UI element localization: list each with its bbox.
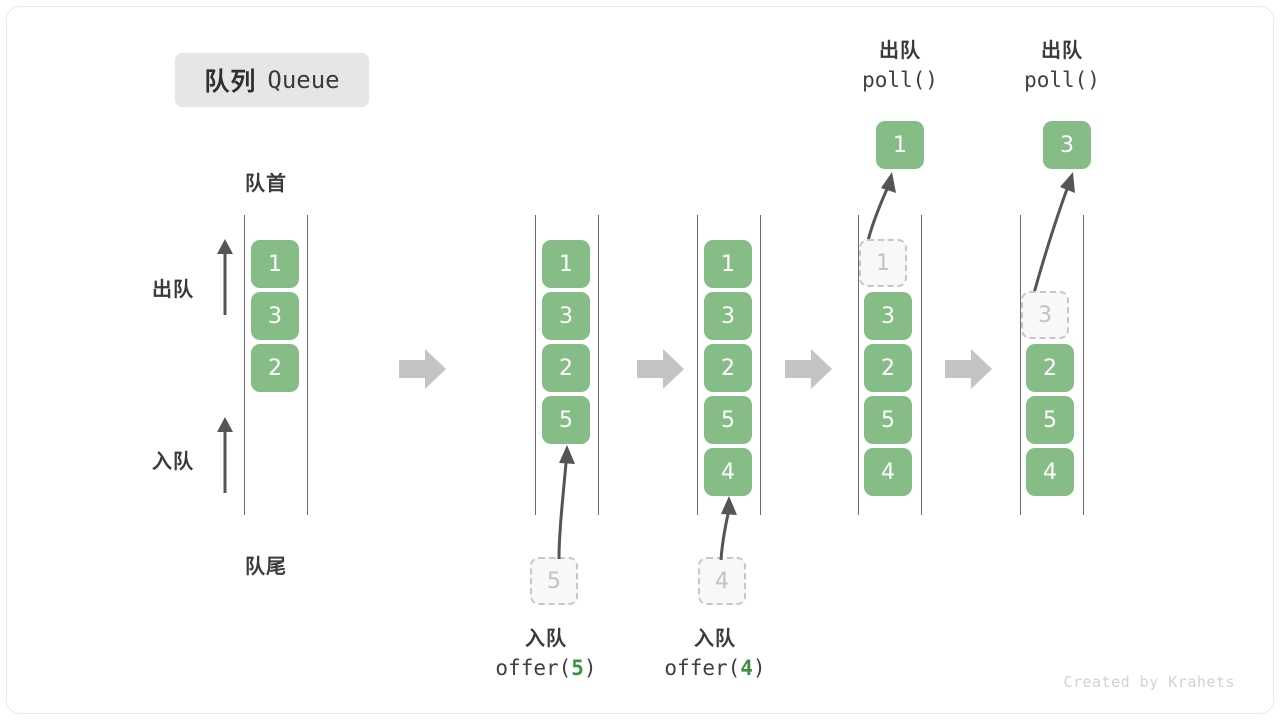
queue-rail-left — [244, 215, 245, 515]
queue-rail-left — [1020, 215, 1021, 515]
queue-cell: 2 — [864, 344, 912, 392]
operation-label-cn: 出队 — [1041, 40, 1083, 62]
operation-label-offer-4: 入队 offer(4) — [650, 625, 780, 683]
diagram-title-badge: 队列 Queue — [175, 53, 369, 107]
queue-rail-left — [858, 215, 859, 515]
front-label: 队首 — [245, 173, 287, 195]
operation-label-cn: 入队 — [694, 628, 736, 650]
title-chinese: 队列 — [204, 68, 257, 96]
queue-cell: 5 — [704, 396, 752, 444]
incoming-element-ghost: 5 — [530, 557, 578, 605]
step-arrow-icon — [637, 349, 684, 389]
queue-cell: 2 — [542, 344, 590, 392]
enqueue-motion-arrow-icon — [557, 445, 575, 560]
dequeue-direction-label: 出队 — [152, 279, 194, 301]
dequeue-motion-arrow-icon — [1031, 172, 1075, 298]
queue-rail-right — [1083, 215, 1084, 515]
queue-rail-left — [535, 215, 536, 515]
dequeued-element: 3 — [1043, 121, 1091, 169]
rear-label: 队尾 — [245, 556, 287, 578]
dequeued-element-ghost: 3 — [1021, 291, 1069, 339]
enqueue-direction-arrow-icon — [217, 417, 233, 493]
queue-cell: 4 — [1026, 448, 1074, 496]
diagram-canvas: 队列 Queue 队首 队尾 出队 入队 1 3 2 1 3 2 5 5 入队 … — [6, 6, 1274, 714]
operation-label-code: poll() — [1024, 68, 1100, 92]
enqueue-direction-label: 入队 — [152, 451, 194, 473]
operation-label-code: poll() — [862, 68, 938, 92]
incoming-element-ghost: 4 — [698, 557, 746, 605]
queue-cell: 4 — [704, 448, 752, 496]
dequeued-element: 1 — [876, 121, 924, 169]
queue-cell: 5 — [542, 396, 590, 444]
queue-cell: 3 — [704, 292, 752, 340]
queue-cell: 2 — [704, 344, 752, 392]
queue-cell: 3 — [542, 292, 590, 340]
queue-cell: 1 — [704, 240, 752, 288]
queue-rail-left — [697, 215, 698, 515]
step-arrow-icon — [945, 349, 992, 389]
queue-cell: 5 — [1026, 396, 1074, 444]
queue-cell: 2 — [251, 344, 299, 392]
queue-cell: 5 — [864, 396, 912, 444]
queue-rail-right — [598, 215, 599, 515]
operation-label-cn: 入队 — [525, 628, 567, 650]
step-arrow-icon — [785, 349, 832, 389]
title-english: Queue — [267, 66, 340, 94]
queue-rail-right — [921, 215, 922, 515]
operation-label-poll-1: 出队 poll() — [835, 37, 965, 95]
operation-label-code: offer(5) — [495, 656, 597, 680]
queue-rail-right — [760, 215, 761, 515]
attribution-footer: Created by Krahets — [1063, 673, 1235, 691]
queue-cell: 3 — [864, 292, 912, 340]
dequeued-element-ghost: 1 — [859, 239, 907, 287]
step-arrow-icon — [399, 349, 446, 389]
dequeue-direction-arrow-icon — [217, 239, 233, 315]
dequeue-motion-arrow-icon — [865, 172, 896, 246]
operation-label-offer-5: 入队 offer(5) — [481, 625, 611, 683]
queue-cell: 1 — [251, 240, 299, 288]
enqueue-motion-arrow-icon — [719, 496, 737, 561]
operation-label-cn: 出队 — [879, 40, 921, 62]
queue-cell: 1 — [542, 240, 590, 288]
operation-label-poll-3: 出队 poll() — [997, 37, 1127, 95]
queue-cell: 2 — [1026, 344, 1074, 392]
queue-cell: 3 — [251, 292, 299, 340]
queue-rail-right — [307, 215, 308, 515]
operation-label-code: offer(4) — [664, 656, 766, 680]
queue-cell: 4 — [864, 448, 912, 496]
